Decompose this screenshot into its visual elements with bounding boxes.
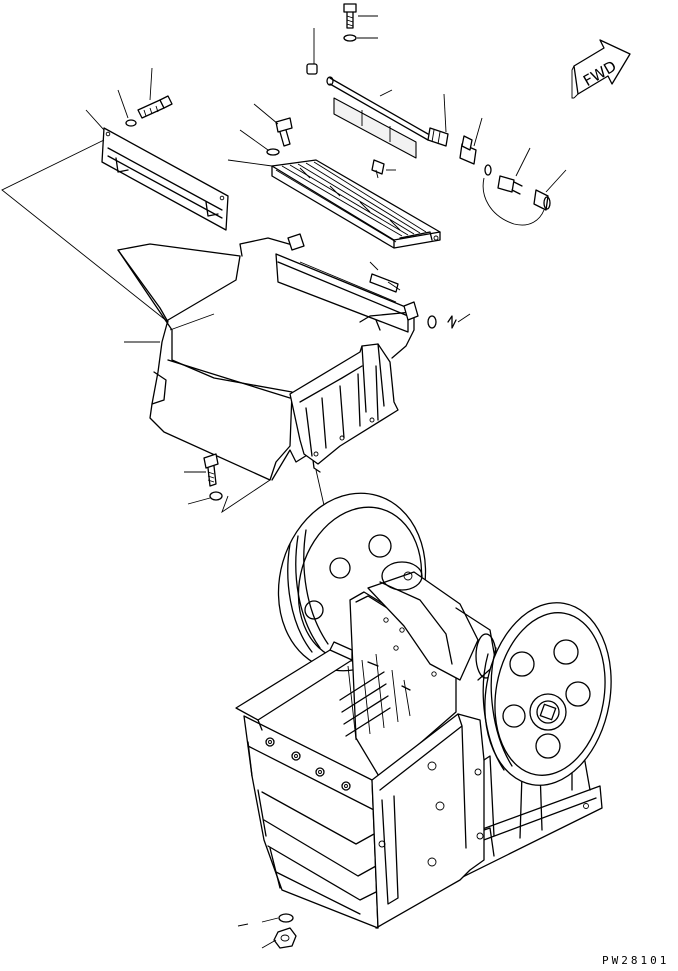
fwd-label: FWD [580,57,619,90]
washer-lower-left [187,491,223,505]
fwd-arrow: FWD [571,39,631,99]
side-cover-plate [85,109,229,231]
top-bolt [343,3,378,29]
washer-mid [239,129,280,156]
leader-hopper-bottom [221,479,271,514]
front-bolt-row [265,737,351,791]
grease-fitting [371,159,396,179]
flywheel-front [482,602,612,786]
screen-plate [227,159,441,249]
pin [306,28,318,75]
drawing-number: PW28101 [602,954,669,967]
connector-fitting [497,147,531,195]
top-washer [343,34,378,42]
hose-cap [533,169,567,211]
elbow-fitting [459,117,483,165]
hopper-washer-clip [427,313,471,329]
hose-curve [482,177,545,226]
adapter-fitting [427,93,449,147]
retaining-bar [326,76,429,159]
crusher-body [235,561,497,929]
bolt-mid [253,103,293,147]
left-washer-upper [117,89,137,127]
o-ring [484,164,492,176]
bottom-washer [237,913,294,927]
left-bolt-upper [137,67,173,119]
bolt-lower-left [184,453,219,487]
bottom-nut [261,927,297,949]
hopper-chute [1,139,419,481]
